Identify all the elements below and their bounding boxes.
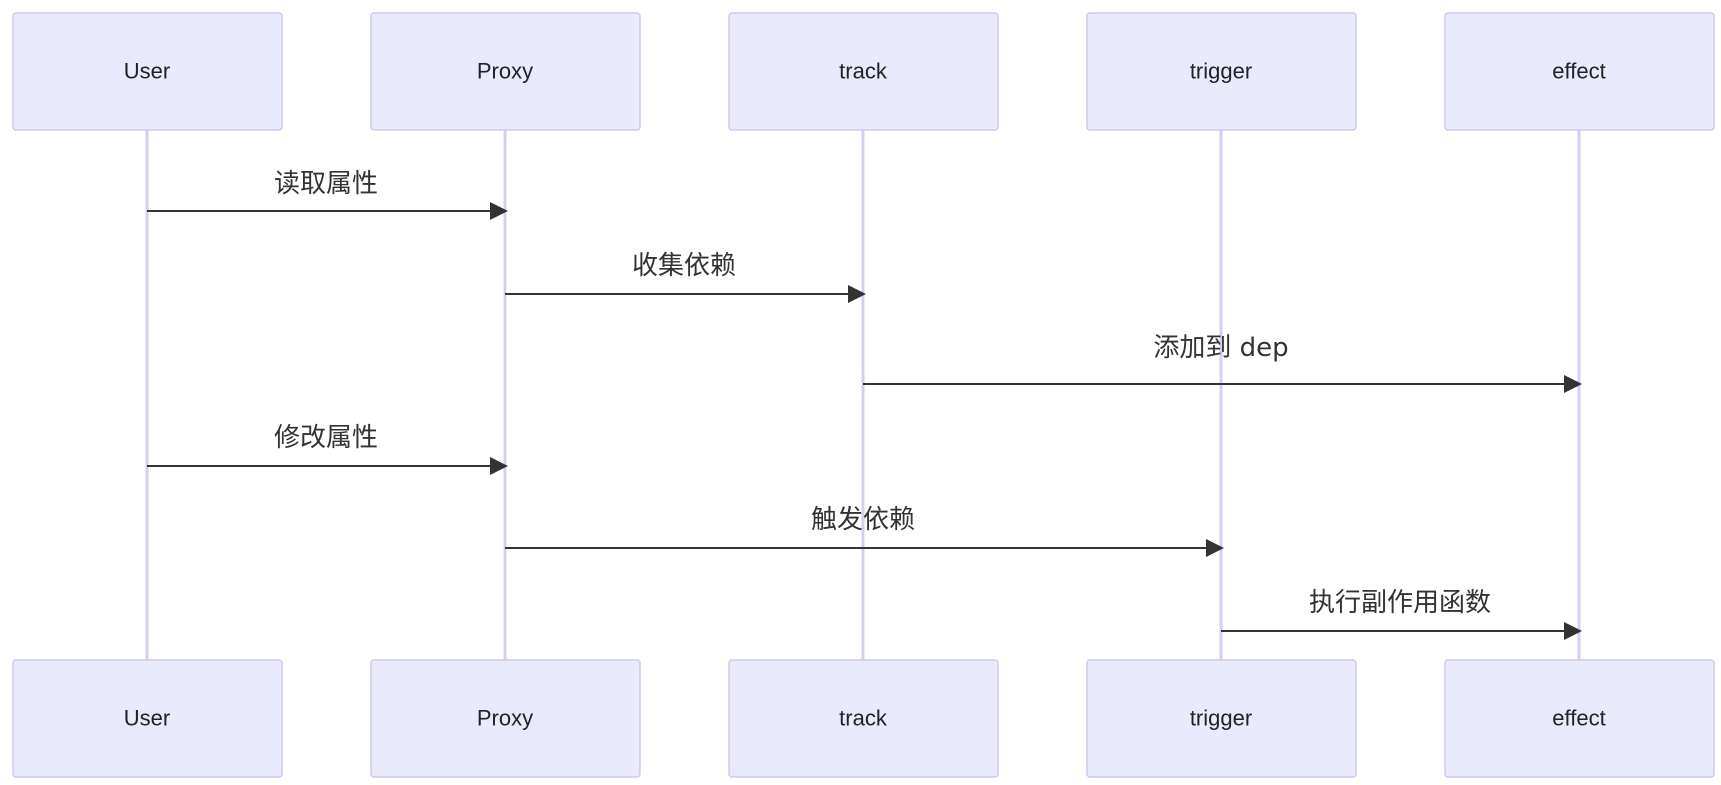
actor-box — [728, 12, 999, 131]
arrowhead-icon — [490, 202, 508, 220]
message-label: 修改属性 — [274, 423, 378, 453]
actor-track-top: track — [728, 12, 999, 131]
arrowhead-icon — [848, 285, 866, 303]
actor-label: User — [124, 706, 170, 731]
actor-box — [728, 659, 999, 778]
arrowhead-icon — [1564, 375, 1582, 393]
actor-user-top: User — [12, 12, 283, 131]
actor-label: Proxy — [477, 59, 533, 84]
actor-label: track — [839, 59, 888, 84]
message-label: 收集依赖 — [632, 251, 736, 281]
actor-label: trigger — [1190, 706, 1252, 731]
actor-box — [370, 659, 641, 778]
arrowhead-icon — [1564, 622, 1582, 640]
actors-top: User Proxy track trigger effect — [12, 12, 1715, 131]
actor-label: track — [839, 706, 888, 731]
actor-box — [370, 12, 641, 131]
message-modify-property: 修改属性 — [147, 423, 508, 475]
actor-box — [1444, 12, 1715, 131]
message-trigger-deps: 触发依赖 — [505, 505, 1224, 557]
actor-label: User — [124, 59, 170, 84]
actor-effect-top: effect — [1444, 12, 1715, 131]
message-run-effect: 执行副作用函数 — [1221, 588, 1582, 640]
actor-proxy-top: Proxy — [370, 12, 641, 131]
arrowhead-icon — [1206, 539, 1224, 557]
actor-proxy-bottom: Proxy — [370, 659, 641, 778]
actor-box — [12, 12, 283, 131]
actor-box — [1086, 659, 1357, 778]
actor-box — [1086, 12, 1357, 131]
actor-box — [12, 659, 283, 778]
actor-label: Proxy — [477, 706, 533, 731]
message-label: 触发依赖 — [811, 505, 915, 535]
actor-trigger-bottom: trigger — [1086, 659, 1357, 778]
lifelines — [145, 130, 1581, 660]
message-label: 添加到 dep — [1153, 333, 1288, 363]
actor-label: effect — [1552, 59, 1605, 84]
actor-user-bottom: User — [12, 659, 283, 778]
message-label: 执行副作用函数 — [1309, 588, 1491, 618]
arrowhead-icon — [490, 457, 508, 475]
actor-label: trigger — [1190, 59, 1252, 84]
messages: 读取属性 收集依赖 添加到 dep 修改属性 触发依赖 执行副作用函数 — [147, 169, 1582, 640]
actor-label: effect — [1552, 706, 1605, 731]
actor-track-bottom: track — [728, 659, 999, 778]
message-add-to-dep: 添加到 dep — [863, 333, 1582, 393]
actor-trigger-top: trigger — [1086, 12, 1357, 131]
actor-effect-bottom: effect — [1444, 659, 1715, 778]
message-collect-deps: 收集依赖 — [505, 251, 866, 303]
actor-box — [1444, 659, 1715, 778]
actors-bottom: User Proxy track trigger effect — [12, 659, 1715, 778]
message-label: 读取属性 — [274, 169, 378, 199]
message-read-property: 读取属性 — [147, 169, 508, 220]
